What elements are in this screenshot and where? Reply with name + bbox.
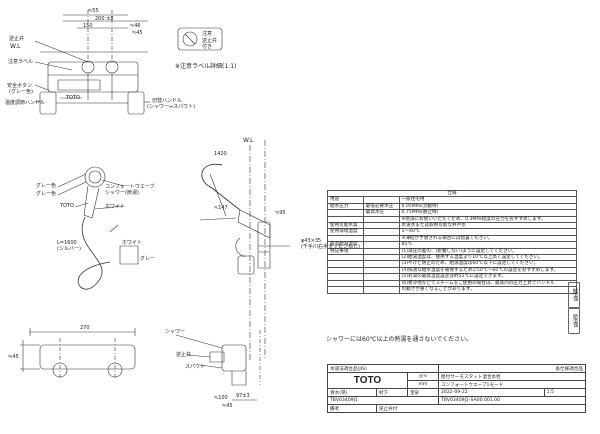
dim-phi: φ43×35 (301, 238, 322, 244)
dim-45: ≒45 (132, 30, 143, 36)
label-gray-3: グレー (140, 256, 156, 262)
caution-line-1: 注意 (202, 31, 213, 37)
label-comfort-wave: コンフォートウエーブ (105, 184, 155, 190)
caution-line-2: 逆止弁 (202, 38, 218, 44)
wl-label-side: W.L (243, 137, 254, 144)
table-row: 用途一般住宅用 (327, 196, 577, 204)
approved-by: 宝泉 (406, 388, 440, 397)
table-row: の動きが重くなることがあります。 (327, 286, 577, 294)
spec-title: 仕様 (327, 189, 577, 198)
drawn-by: 清水(晃) (327, 388, 377, 397)
stamp-setsuyu: 節湯B (568, 308, 580, 334)
caution-line-3: 付き (202, 44, 213, 50)
title-block: 水道法適合品(JIS) 長仕様適合品 TOTO ◎⊲ 壁付サーモスタット混合水栓… (327, 364, 587, 428)
label-gray-1: グレー色 (36, 183, 57, 189)
projection-icon: ◎⊲ (406, 372, 440, 381)
label-caution: 注意ラベル (8, 59, 34, 65)
table-row: 使用可能水質水道水または飲用可能な井戸水 (327, 221, 577, 230)
dim-270: 270 (80, 325, 90, 331)
drawing-number: TBV03409J1-SA00.001.00 (438, 396, 586, 405)
label-switch-sub: (シャワー⇔スパウト) (147, 104, 196, 110)
dim-1420: 1420 (214, 151, 227, 157)
hose-sub: (シルバー) (57, 246, 81, 252)
label-temp-handle: 温度調節ハンドル (5, 100, 46, 106)
label-shower-front: シャワー (165, 329, 186, 335)
label-gray-2: グレー色 (36, 191, 57, 197)
model-number: TBV03409J1 (327, 396, 439, 405)
label-toto-top: TOTO (66, 95, 80, 101)
unit: mm (406, 380, 440, 389)
label-safety-gray: (グレー色) (9, 89, 33, 95)
date: 2022-09-22 (438, 388, 545, 397)
wl-label-top: W.L (10, 43, 21, 50)
dim-front-45: ≒45 (8, 354, 19, 360)
table-row: 特記事項(1)湯圧の差の、(影響しない)ように設定してください。 (327, 247, 577, 256)
dim-150: 150 (83, 23, 93, 29)
caution-ref: ※注意ラベル詳細(1:1) (175, 63, 237, 70)
label-toto-shower: TOTO (60, 203, 74, 209)
long-spec-label: 長仕様適合品 (438, 364, 586, 373)
dim-46: ≒46 (130, 23, 141, 29)
label-white-1: ホワイト (105, 204, 126, 210)
label-check-valve: 逆止弁 (9, 36, 25, 42)
label-white-2: ホワイト (122, 240, 143, 246)
remark-label: 備考 (327, 404, 377, 413)
dim-55: ≒55 (88, 8, 99, 14)
dim-95: ≒95 (275, 210, 286, 216)
dim-front-45b: ≒45 (222, 403, 233, 409)
dim-147: ≒147 (214, 205, 228, 211)
product-name: 壁付サーモスタット混合水栓 (438, 372, 586, 381)
hose-length: L=1600 (57, 240, 77, 246)
scale: 1:5 (543, 388, 587, 397)
label-switch-handle: 切替ハンドル (152, 98, 183, 104)
remark-text: 逆止弁付 (375, 404, 587, 413)
brand-logo: TOTO (327, 372, 408, 389)
label-shower-save: シャワー(節湯) (105, 190, 139, 196)
series-name: コンフォートウエーブ1モード (438, 380, 586, 389)
dim-front-100: ≒100 (214, 395, 228, 401)
stamp-kyuto: 給湯B (568, 282, 580, 308)
checked-by: 村下 (375, 388, 408, 397)
table-row: ※熱湯にお使いいただくため、0.3MPa程度の圧力をおすすめします。 (327, 215, 577, 224)
dim-97: 97±3 (236, 393, 250, 399)
label-spout: スパウト (185, 364, 206, 370)
warning-note: シャワーには60℃以上の熱湯を通さないでください。 (326, 336, 473, 343)
label-check-valve-front: 逆止弁 (176, 352, 192, 358)
jis-label: 水道法適合品(JIS) (327, 364, 439, 373)
dim-200: 200 ±8 (95, 16, 114, 22)
table-row: ※凍結が予想される場合には措置ください。 (327, 234, 577, 243)
label-safety-button: 安全ボタン (7, 83, 33, 89)
